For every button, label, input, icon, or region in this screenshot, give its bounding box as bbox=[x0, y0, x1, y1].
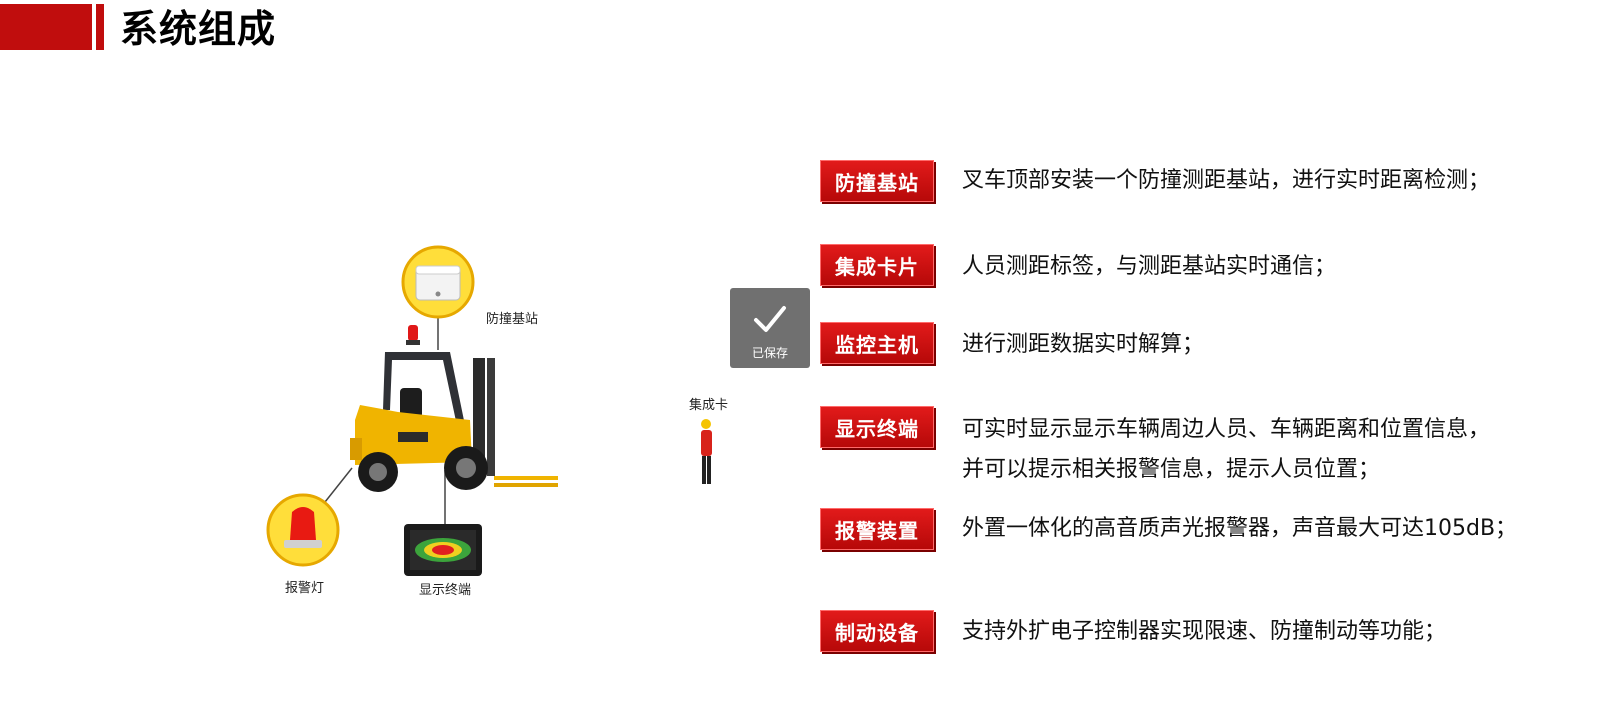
label-display-terminal: 显示终端 bbox=[419, 583, 472, 598]
forklift-icon bbox=[350, 352, 558, 492]
badge-alarm-device: 报警装置 bbox=[820, 508, 934, 550]
badge-display-terminal: 显示终端 bbox=[820, 406, 934, 448]
saved-toast-text: 已保存 bbox=[751, 346, 788, 360]
desc-base-station: 叉车顶部安装一个防撞测距基站，进行实时距离检测； bbox=[962, 168, 1491, 193]
label-alarm-light: 报警灯 bbox=[285, 581, 325, 596]
desc-alarm-device: 外置一体化的高音质声光报警器，声音最大可达105dB； bbox=[962, 516, 1518, 541]
desc-brake-device: 支持外扩电子控制器实现限速、防撞制动等功能； bbox=[962, 619, 1447, 644]
label-base-station: 防撞基站 bbox=[486, 312, 539, 327]
badge-card: 集成卡片 bbox=[820, 244, 934, 286]
check-icon bbox=[754, 306, 786, 332]
page-title: 系统组成 bbox=[120, 7, 277, 51]
desc-display-terminal-line1: 可实时显示显示车辆周边人员、车辆距离和位置信息， bbox=[962, 417, 1491, 442]
badge-monitor-host: 监控主机 bbox=[820, 322, 934, 364]
worker-icon bbox=[701, 419, 712, 484]
base-station-icon bbox=[401, 245, 475, 319]
desc-display-terminal-line2: 并可以提示相关报警信息，提示人员位置； bbox=[962, 457, 1381, 482]
desc-card: 人员测距标签，与测距基站实时通信； bbox=[962, 254, 1337, 279]
badge-base-station: 防撞基站 bbox=[820, 160, 934, 202]
forklift-illustration bbox=[266, 245, 712, 576]
badge-brake-device: 制动设备 bbox=[820, 610, 934, 652]
display-terminal-icon bbox=[404, 524, 482, 576]
title-accent-block bbox=[0, 4, 92, 50]
saved-toast: 已保存 bbox=[730, 288, 810, 368]
label-card: 集成卡 bbox=[689, 398, 729, 413]
desc-monitor-host: 进行测距数据实时解算； bbox=[962, 332, 1205, 357]
alarm-light-icon bbox=[266, 493, 340, 567]
system-diagram: 防撞基站 集成卡 报警灯 显示终端 bbox=[0, 0, 800, 700]
title-accent-stripe bbox=[96, 4, 104, 50]
